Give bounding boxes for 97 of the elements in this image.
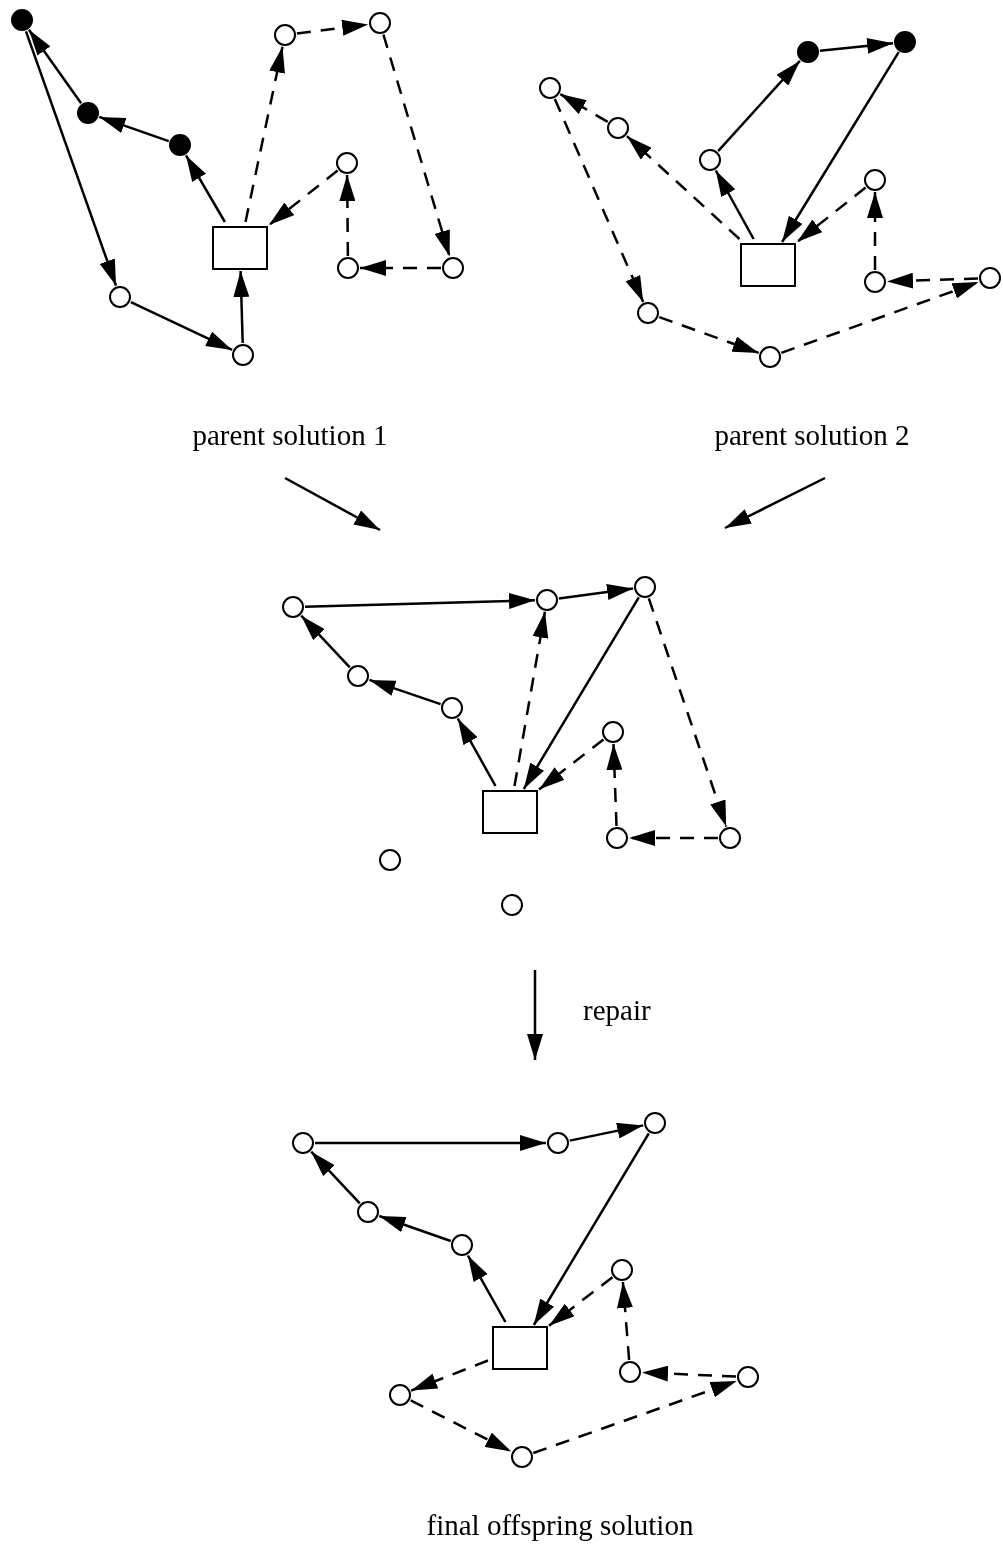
- customer-circle: [737, 1366, 759, 1388]
- arrow: [548, 1276, 614, 1327]
- depot-box: [492, 1326, 548, 1370]
- customer-circle: [109, 286, 131, 308]
- customer-circle: [232, 344, 254, 366]
- arrow: [268, 169, 339, 226]
- arrow: [641, 1365, 737, 1382]
- arrow: [781, 51, 900, 243]
- arrow: [410, 1359, 489, 1392]
- arrow: [244, 46, 285, 223]
- customer-circle: [699, 149, 721, 171]
- customer-circle: [607, 117, 629, 139]
- customer-circle: [292, 1132, 314, 1154]
- arrow: [456, 717, 497, 787]
- arrow: [626, 135, 741, 240]
- arrow: [378, 1214, 452, 1243]
- customer-circle: [274, 24, 296, 46]
- customer-circle: [644, 1112, 666, 1134]
- arrow: [724, 476, 826, 530]
- customer-circle: [637, 302, 659, 324]
- arrow: [606, 743, 623, 827]
- customer-circle: [357, 1201, 379, 1223]
- arrow: [886, 272, 979, 289]
- customer-dot: [11, 9, 33, 31]
- arrow: [304, 593, 536, 609]
- customer-circle: [389, 1384, 411, 1406]
- customer-circle: [336, 152, 358, 174]
- customer-dot: [169, 134, 191, 156]
- arrow: [867, 192, 883, 270]
- arrow: [98, 115, 170, 143]
- arrow: [339, 175, 356, 256]
- arrow: [717, 60, 801, 152]
- arrow: [466, 1254, 507, 1323]
- arrow: [532, 1379, 738, 1455]
- caption-text: final offspring solution: [426, 1508, 694, 1542]
- arrow: [296, 19, 369, 36]
- arrow: [233, 270, 250, 344]
- customer-circle: [864, 169, 886, 191]
- arrow: [538, 738, 605, 791]
- customer-circle: [547, 1132, 569, 1154]
- customer-circle: [611, 1259, 633, 1281]
- customer-circle: [337, 257, 359, 279]
- customer-dot: [77, 102, 99, 124]
- customer-circle: [759, 346, 781, 368]
- arrow: [382, 34, 451, 257]
- customer-circle: [369, 12, 391, 34]
- arrow: [300, 614, 351, 669]
- arrow: [27, 29, 83, 104]
- customer-circle: [442, 257, 464, 279]
- arrow: [410, 1399, 512, 1453]
- customer-circle: [441, 697, 463, 719]
- arrow: [647, 598, 728, 827]
- arrow: [559, 93, 609, 123]
- arrow: [310, 1150, 361, 1205]
- arrow: [819, 37, 894, 54]
- customer-circle: [539, 77, 561, 99]
- arrow: [553, 98, 645, 303]
- customer-circle: [379, 849, 401, 871]
- arrow: [369, 678, 441, 706]
- arrow: [714, 169, 755, 240]
- arrow: [780, 280, 980, 355]
- depot-box: [740, 243, 796, 287]
- arrow: [617, 1281, 633, 1361]
- customer-circle: [606, 827, 628, 849]
- arrow: [360, 260, 441, 276]
- depot-box: [212, 226, 268, 270]
- customer-circle: [511, 1446, 533, 1468]
- customer-circle: [979, 267, 1001, 289]
- depot-box: [482, 790, 538, 834]
- customer-circle: [619, 1361, 641, 1383]
- customer-circle: [536, 589, 558, 611]
- arrow: [24, 30, 118, 287]
- arrow: [184, 154, 226, 223]
- customer-circle: [864, 271, 886, 293]
- customer-circle: [501, 894, 523, 916]
- arrow: [796, 186, 867, 243]
- caption-text: repair: [583, 993, 651, 1027]
- arrow: [284, 476, 381, 532]
- customer-circle: [719, 827, 741, 849]
- arrow: [130, 300, 233, 352]
- customer-circle: [451, 1234, 473, 1256]
- arrow: [629, 830, 718, 846]
- customer-circle: [347, 665, 369, 687]
- arrow: [513, 611, 549, 787]
- arrow: [522, 596, 640, 790]
- caption-text: parent solution 2: [714, 418, 910, 452]
- customer-circle: [602, 721, 624, 743]
- arrow: [532, 1132, 650, 1326]
- customer-circle: [282, 596, 304, 618]
- arrow: [658, 315, 760, 355]
- arrow: [315, 1135, 546, 1151]
- customer-dot: [797, 41, 819, 63]
- customer-dot: [894, 31, 916, 53]
- arrow: [569, 1122, 644, 1142]
- caption-text: parent solution 1: [192, 418, 388, 452]
- arrow: [558, 584, 634, 600]
- customer-circle: [634, 576, 656, 598]
